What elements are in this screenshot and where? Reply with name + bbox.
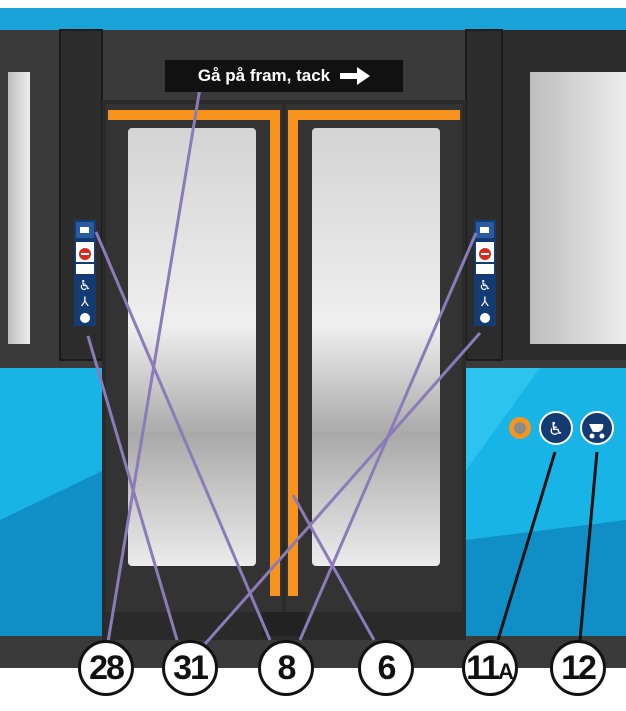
arrow-right-icon: [340, 67, 370, 85]
door-sign: Gå på fram, tack: [165, 60, 403, 92]
stripe-left-vertical: [270, 110, 280, 596]
stroller-icon: [480, 313, 490, 323]
stripe-right-vertical: [288, 110, 298, 596]
svg-text:♿: ♿: [548, 419, 564, 440]
callout-8: 8: [258, 640, 314, 696]
callout-28: 28: [78, 640, 134, 696]
callout-31: 31: [162, 640, 218, 696]
callout-label: 8: [278, 649, 295, 688]
callout-suffix: A: [498, 659, 514, 685]
walker-icon: ⅄: [480, 295, 489, 310]
door-left-window: [128, 128, 256, 566]
callout-label: 11: [466, 649, 498, 688]
wheelchair-icon: ♿: [79, 278, 92, 294]
roof-band: [0, 8, 626, 30]
left-window: [8, 72, 30, 344]
walker-icon: ⅄: [80, 295, 89, 310]
callout-label: 31: [173, 649, 207, 688]
right-sticker-strip: ♿ ⅄: [474, 220, 496, 326]
wheelchair-icon: ♿: [479, 278, 492, 294]
wheelchair-icon: ♿: [540, 412, 572, 444]
door-sill-step: [262, 612, 306, 636]
callout-6: 6: [358, 640, 414, 696]
left-sticker-strip: ♿ ⅄: [74, 220, 96, 326]
stroller-icon: [581, 412, 613, 444]
accessibility-button-icon: [509, 417, 531, 439]
stripe-right-top: [288, 110, 460, 120]
lower-body-right-shade: [466, 520, 626, 638]
right-window: [530, 72, 626, 344]
callout-12: 12: [550, 640, 606, 696]
callout-label: 6: [378, 649, 395, 688]
door-sign-text: Gå på fram, tack: [198, 66, 330, 86]
callout-label: 12: [561, 649, 595, 688]
stroller-icon: [80, 313, 90, 323]
callout-label: 28: [89, 649, 123, 688]
